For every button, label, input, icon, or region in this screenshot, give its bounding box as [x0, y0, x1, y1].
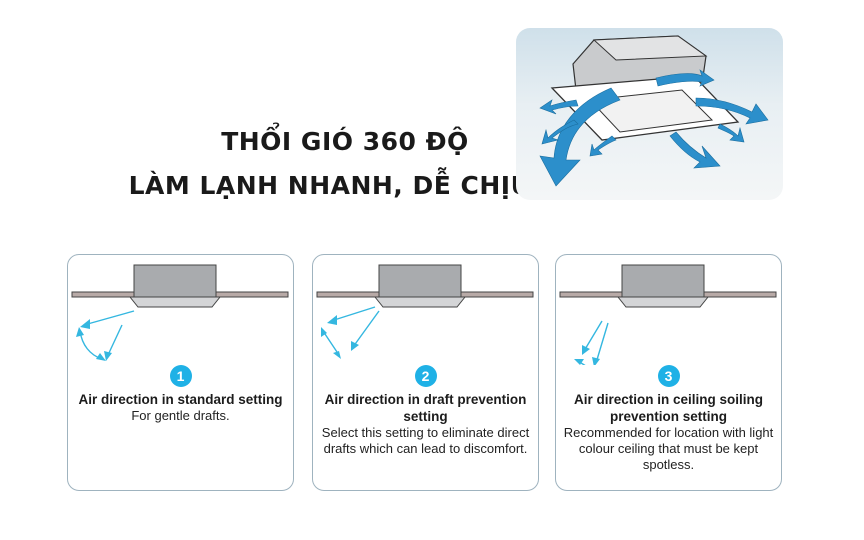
- headline: THỔI GIÓ 360 ĐỘ LÀM LẠNH NHANH, DỄ CHỊU: [0, 120, 580, 208]
- step-badge-2: 2: [414, 365, 437, 387]
- step-badge-1: 1: [169, 365, 192, 387]
- card-title-text: Air direction in standard setting: [78, 392, 283, 407]
- step-badge-3: 3: [657, 365, 680, 387]
- hero-airflow-illustration: [516, 28, 783, 200]
- airflow-card-ceiling-soiling-prevention: 3 Air direction in ceiling soiling preve…: [555, 254, 782, 491]
- draft-prevention-airflow-diagram-icon: [316, 264, 534, 359]
- card-title-text: Air direction in ceiling soiling prevent…: [573, 392, 764, 424]
- card-title: Air direction in standard setting For ge…: [72, 391, 289, 424]
- card-description: Recommended for location with light colo…: [563, 425, 774, 472]
- airflow-card-standard: 1 Air direction in standard setting For …: [67, 254, 294, 491]
- headline-line-2: LÀM LẠNH NHANH, DỄ CHỊU: [128, 171, 532, 200]
- cassette-unit-icon: [539, 35, 769, 187]
- standard-airflow-diagram-icon: [71, 264, 289, 361]
- airflow-card-draft-prevention: 2 Air direction in draft prevention sett…: [312, 254, 539, 491]
- card-title: Air direction in draft prevention settin…: [317, 391, 534, 457]
- headline-line-1: THỔI GIÓ 360 ĐỘ: [221, 127, 469, 156]
- card-title-text: Air direction in draft prevention settin…: [324, 392, 527, 424]
- card-description: For gentle drafts.: [131, 408, 230, 423]
- ceiling-soiling-airflow-diagram-icon: [559, 264, 777, 365]
- card-description: Select this setting to eliminate direct …: [321, 425, 530, 456]
- card-title: Air direction in ceiling soiling prevent…: [560, 391, 777, 473]
